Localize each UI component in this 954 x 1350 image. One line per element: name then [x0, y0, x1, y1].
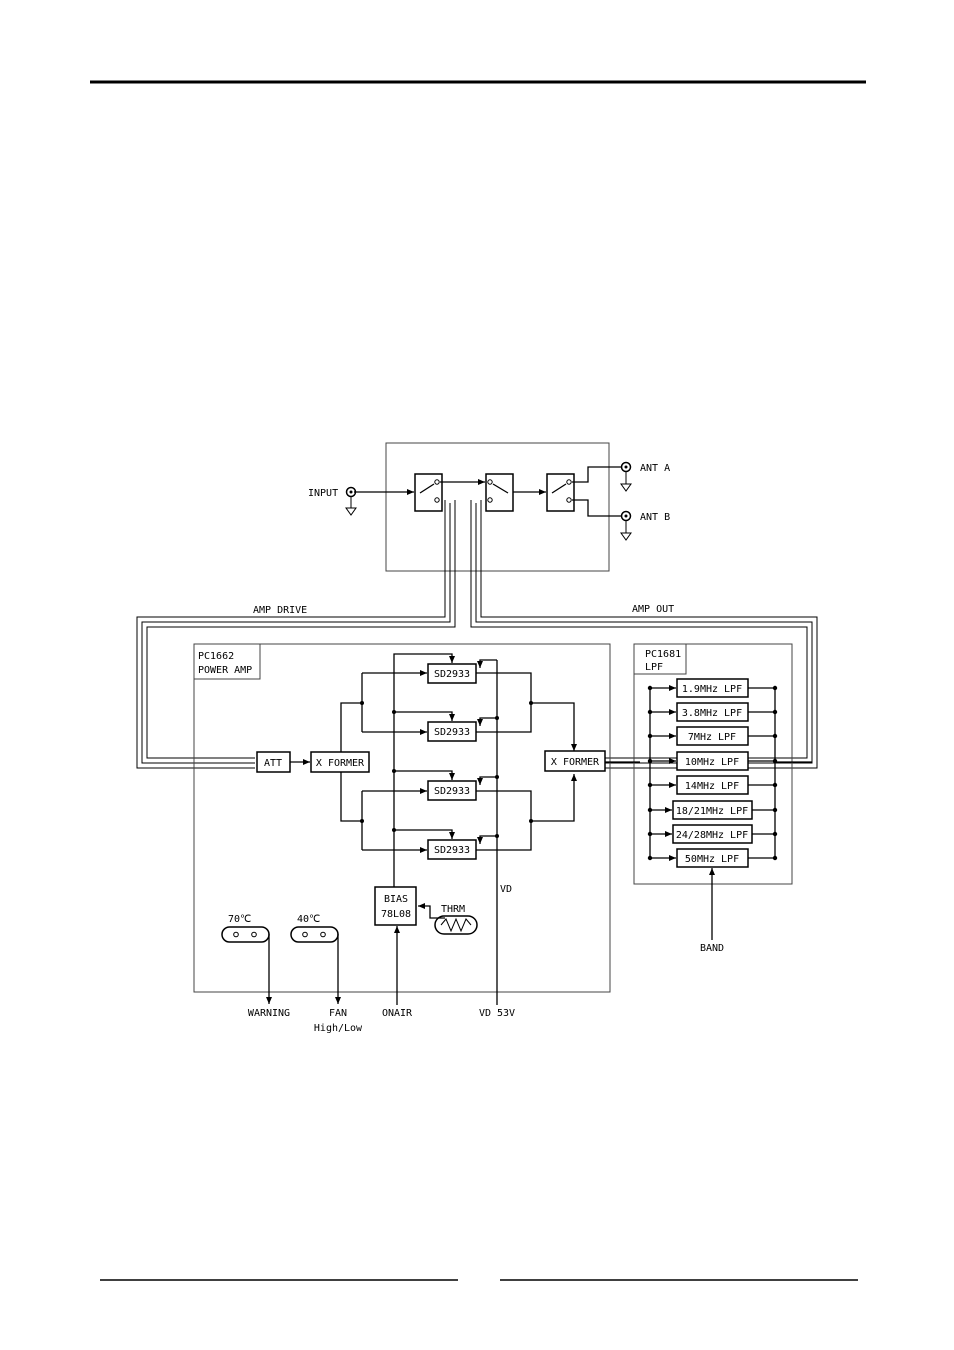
vd-label: VD	[500, 884, 512, 895]
warning-label: WARNING	[248, 1008, 290, 1019]
thrm-label: THRM	[441, 904, 465, 915]
transistor-3-label: SD2933	[434, 786, 470, 797]
vd53-label: VD 53V	[479, 1008, 515, 1019]
fan-mode-label: High/Low	[314, 1023, 363, 1034]
lpf-7-label: 24/28MHz LPF	[676, 830, 748, 841]
antenna-switch-unit	[354, 443, 622, 571]
xformer-in-label: X FORMER	[316, 758, 365, 769]
fan-label: FAN	[329, 1008, 347, 1019]
lpf-4-label: 10MHz LPF	[685, 757, 739, 768]
transistor-1-label: SD2933	[434, 669, 470, 680]
transistor-2-label: SD2933	[434, 727, 470, 738]
transistor-4-label: SD2933	[434, 845, 470, 856]
lpf-filter-bank: 1.9MHz LPF 3.8MHz LPF 7MHz LPF 10MHz LPF…	[673, 679, 752, 867]
thermal-70-label: 70℃	[228, 914, 251, 925]
power-amp-board	[194, 644, 610, 992]
lpf-board-id: PC1681	[645, 649, 681, 660]
amp-drive-label: AMP DRIVE	[253, 605, 307, 616]
amp-out-label: AMP OUT	[632, 604, 674, 615]
lpf-5-label: 14MHz LPF	[685, 781, 739, 792]
bias-label: BIAS	[384, 894, 408, 905]
band-label: BAND	[700, 943, 724, 954]
amp-out-cable	[471, 500, 817, 768]
thermistor-icon	[435, 916, 477, 934]
input-label: INPUT	[308, 488, 338, 499]
lpf-3-label: 7MHz LPF	[688, 732, 736, 743]
ant-b-jack-icon	[621, 512, 631, 541]
ant-a-label: ANT A	[640, 463, 670, 474]
lpf-2-label: 3.8MHz LPF	[682, 708, 742, 719]
thermal-switch-40-icon	[291, 927, 338, 942]
power-amp-board-name: POWER AMP	[198, 665, 252, 676]
ant-a-jack-icon	[621, 463, 631, 492]
amp-drive-cable	[137, 500, 455, 768]
bias-part-label: 78L08	[381, 909, 411, 920]
lpf-6-label: 18/21MHz LPF	[676, 806, 748, 817]
lpf-8-label: 50MHz LPF	[685, 854, 739, 865]
xformer-out-label: X FORMER	[551, 757, 600, 768]
ant-b-label: ANT B	[640, 512, 670, 523]
thermal-40-label: 40℃	[297, 914, 320, 925]
power-amp-board-id: PC1662	[198, 651, 234, 662]
lpf-1-label: 1.9MHz LPF	[682, 684, 742, 695]
att-label: ATT	[264, 758, 282, 769]
onair-label: ONAIR	[382, 1008, 413, 1019]
amp-wiring	[341, 654, 574, 1005]
thermal-switch-70-icon	[222, 927, 269, 942]
lpf-board-name: LPF	[645, 662, 663, 673]
